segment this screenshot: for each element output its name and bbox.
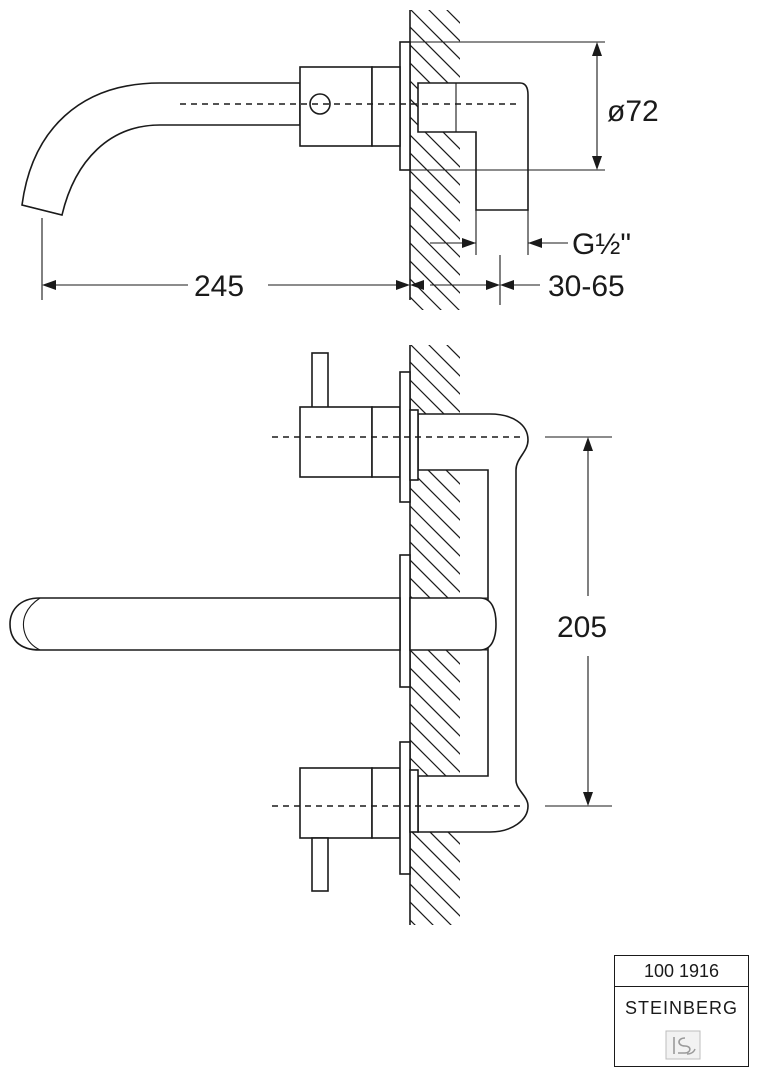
hatch-line: [410, 26, 460, 78]
dim-diameter: ø72: [607, 95, 659, 128]
spout-plan: [9, 597, 401, 651]
hatch-line: [428, 345, 460, 377]
arrowhead-right-icon: [462, 238, 476, 248]
hatch-line: [405, 0, 465, 10]
spout-side: [21, 82, 301, 216]
arrowhead-right-icon: [396, 280, 410, 290]
concealed-body-top: [417, 82, 529, 211]
brand-name: STEINBERG: [624, 998, 739, 1018]
hatch-line: [410, 829, 460, 881]
side-view: ø72 G½" 245 30-65: [21, 0, 659, 388]
arrowhead-up-icon: [583, 437, 593, 451]
dim-center-distance: 205: [557, 611, 607, 644]
rosette-upper: [409, 409, 419, 481]
flange-lower: [399, 741, 411, 875]
article-number: 100 1916: [615, 956, 748, 987]
arrowhead-up-icon: [592, 42, 602, 56]
arrowhead-right-icon: [486, 280, 500, 290]
dim-projection: 245: [194, 270, 244, 303]
hatch-line: [410, 345, 460, 395]
hatch-line: [410, 134, 460, 186]
lever-lower: [311, 837, 329, 892]
hatch-line: [410, 865, 460, 917]
flange-spout: [399, 554, 411, 688]
hatch-line: [410, 116, 460, 168]
plan-view: 205: [9, 285, 612, 993]
hatch-line: [410, 152, 460, 204]
dim-thread: G½": [572, 228, 631, 261]
hatch-line: [428, 10, 460, 42]
hatch-line: [405, 328, 465, 388]
hatch-line: [410, 541, 460, 593]
hatch-line: [410, 919, 416, 925]
hatch-line: [410, 649, 460, 701]
arrowhead-left-icon: [42, 280, 56, 290]
handle-collar-upper: [371, 406, 401, 478]
hatch-line: [410, 667, 460, 719]
hatch-line: [410, 260, 460, 310]
hatch-line: [405, 285, 465, 345]
handle-body-upper: [299, 406, 373, 478]
hatch-line: [410, 847, 460, 899]
hatch-line: [446, 10, 460, 24]
spout-tip-plan: [22, 597, 41, 651]
hatch-line: [405, 310, 465, 370]
hatch-line: [410, 901, 434, 925]
arrowhead-down-icon: [592, 156, 602, 170]
hatch-line: [410, 206, 460, 258]
hatch-line: [410, 188, 460, 240]
hatch-line: [446, 345, 460, 359]
hatch-line: [410, 224, 460, 276]
title-block: 100 1916 STEINBERG: [614, 955, 749, 1067]
hatch-line: [410, 505, 460, 557]
arrowhead-down-icon: [583, 792, 593, 806]
arrowhead-left-icon: [410, 280, 424, 290]
hatch-line: [410, 278, 442, 310]
hatch-line: [410, 703, 460, 755]
hatch-line: [410, 296, 424, 310]
hatch-line: [410, 523, 460, 575]
spout-connector: [409, 597, 497, 651]
wall-hatching-top: [405, 0, 465, 388]
hatch-line: [410, 685, 460, 737]
wall-flange-top: [399, 41, 411, 171]
rosette-lower: [409, 769, 419, 833]
steinberg-logo-icon: [665, 1030, 701, 1060]
hatch-line: [410, 361, 460, 413]
lever-upper: [311, 352, 329, 409]
hatch-line: [410, 721, 460, 773]
hatch-line: [410, 242, 460, 294]
spout-tip: [21, 204, 63, 216]
handle-body-lower: [299, 767, 373, 839]
hatch-line: [405, 933, 465, 993]
dim-depth: 30-65: [548, 270, 625, 303]
hatch-line: [410, 487, 460, 539]
hatch-line: [410, 170, 460, 222]
handle-collar-top: [371, 66, 401, 147]
handle-collar-lower: [371, 767, 401, 839]
arrowhead-left-icon: [528, 238, 542, 248]
set-screw-icon: [309, 93, 331, 115]
concealed-manifold: [417, 413, 529, 833]
hatch-line: [410, 883, 452, 925]
hatch-line: [410, 10, 460, 60]
arrowhead-left-icon: [500, 280, 514, 290]
